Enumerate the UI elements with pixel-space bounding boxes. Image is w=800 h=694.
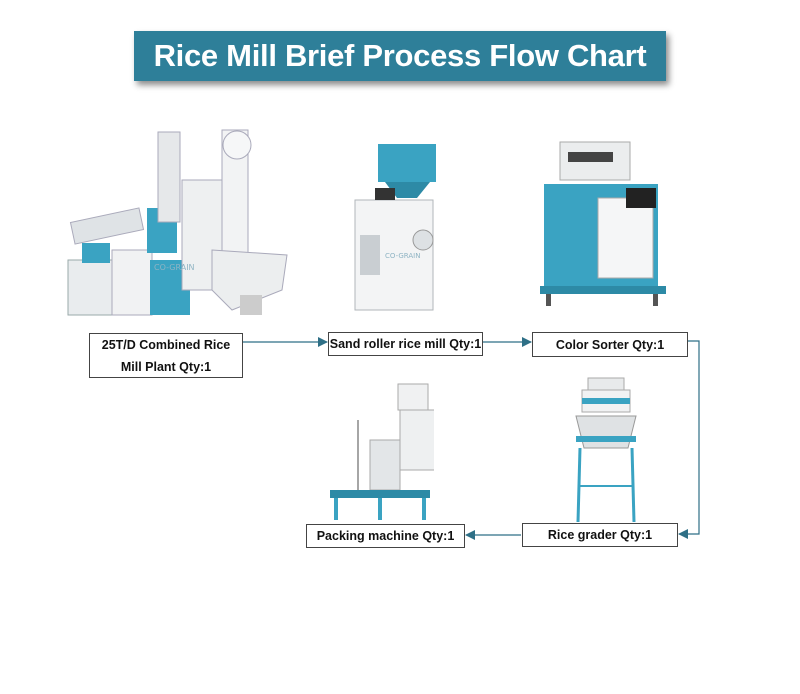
title-banner: Rice Mill Brief Process Flow Chart (134, 31, 666, 81)
node-label: Color Sorter Qty:1 (555, 337, 665, 352)
sand-roller-rice-mill-machine-icon: CO-GRAIN (354, 144, 436, 311)
page-title: Rice Mill Brief Process Flow Chart (153, 38, 647, 73)
packing-machine-icon (330, 383, 434, 520)
node-label: Sand roller rice mill Qty:1 (329, 337, 482, 351)
node-packing-machine: Packing machine Qty:1 (306, 524, 465, 548)
node-combined-rice-mill: 25T/D Combined Rice Mill Plant Qty:1 (89, 333, 243, 378)
node-label: Rice grader Qty:1 (547, 528, 653, 542)
node-color-sorter: Color Sorter Qty:1 (532, 332, 688, 357)
color-sorter-machine-icon (540, 141, 666, 306)
svg-text:CO-GRAIN: CO-GRAIN (154, 263, 195, 272)
combined-rice-mill-machine-icon: CO-GRAIN (67, 129, 288, 316)
node-label: Packing machine Qty:1 (316, 529, 455, 543)
node-label: 25T/D Combined Rice Mill Plant Qty:1 (101, 337, 231, 374)
rice-grader-machine-icon (575, 377, 637, 523)
svg-text:CO-GRAIN: CO-GRAIN (385, 252, 420, 260)
node-rice-grader: Rice grader Qty:1 (522, 523, 678, 547)
node-sand-roller-rice-mill: Sand roller rice mill Qty:1 (328, 332, 483, 356)
arrow-sorter-to-grader (678, 340, 700, 539)
